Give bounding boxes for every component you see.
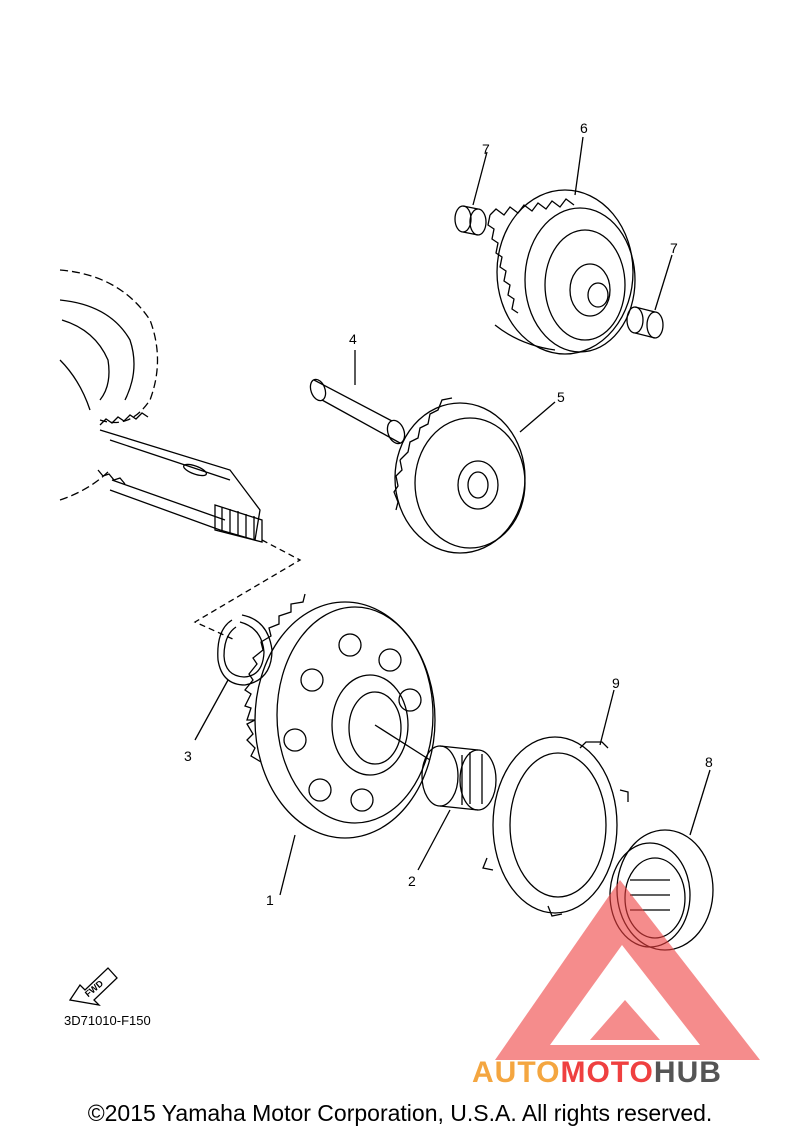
leader-lines [194,136,711,896]
callout-4: 4 [349,331,357,347]
callout-2: 2 [408,873,416,889]
bushing-7-top [454,205,487,236]
needle-bearing-2 [421,745,497,811]
fwd-arrow-icon [68,967,118,1006]
bushing-7-right [626,306,664,339]
watermark-text-moto: MOTO [560,1056,654,1089]
idler-gear-5 [393,397,526,554]
crankshaft [59,269,302,641]
plate-9 [482,736,629,917]
diagram-code: 3D71010-F150 [64,1013,151,1028]
callout-8: 8 [705,754,713,770]
fwd-label: FWD [83,978,106,999]
callout-6: 6 [580,120,588,136]
starter-clutch-gear-6 [487,189,636,355]
watermark-text-auto: AUTO [472,1056,561,1089]
watermark-logo-icon [495,880,760,1060]
copyright-text: ©2015 Yamaha Motor Corporation, U.S.A. A… [87,1100,713,1126]
callout-3: 3 [184,748,192,764]
callout-9: 9 [612,675,620,691]
starter-wheel-gear-1 [244,593,436,839]
callout-7-top: 7 [482,141,490,157]
shaft-4 [309,378,406,445]
callout-7-right: 7 [670,240,678,256]
watermark-text-hub: HUB [653,1056,722,1089]
watermark-text: AUTOMOTOHUB [472,1056,722,1090]
callout-5: 5 [557,389,565,405]
callout-1: 1 [266,892,274,908]
circlip-3 [217,614,273,686]
